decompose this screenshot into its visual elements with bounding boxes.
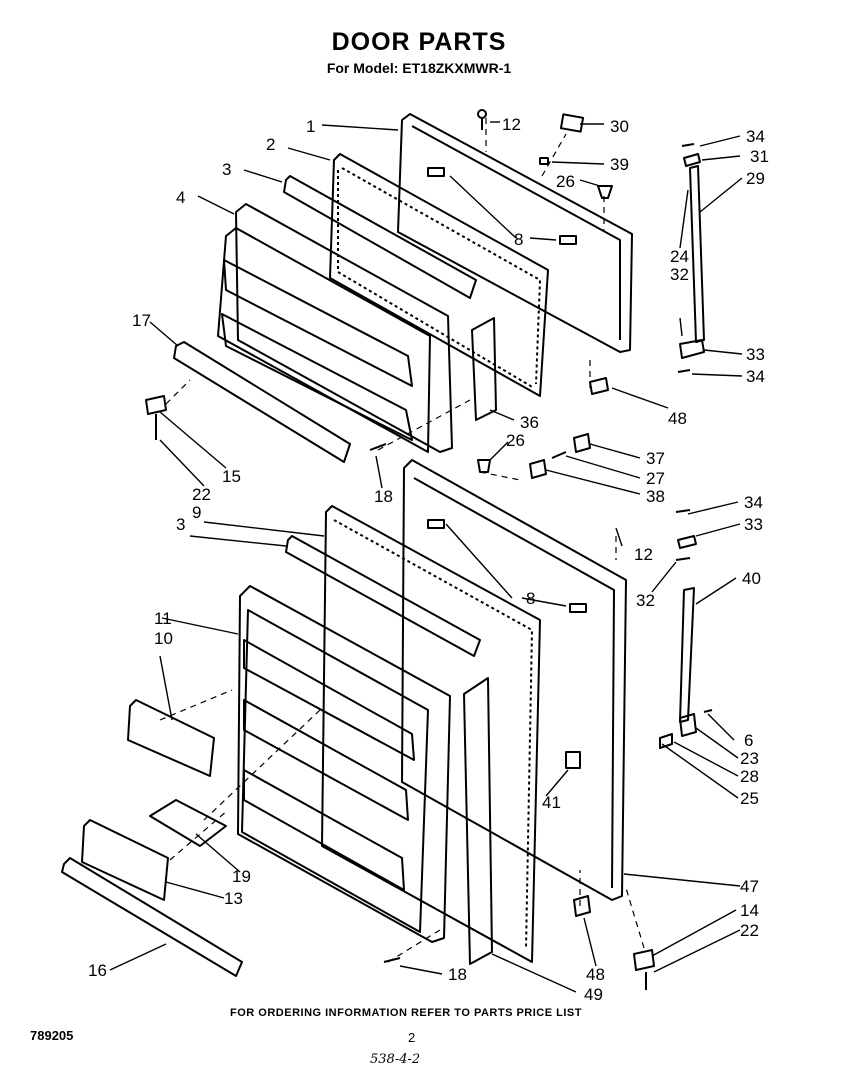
callout: 48 bbox=[668, 409, 687, 428]
freezer-gasket bbox=[329, 153, 549, 397]
callout: 34 bbox=[746, 367, 765, 386]
callout: 31 bbox=[750, 147, 769, 166]
callout: 32 bbox=[670, 265, 689, 284]
fresh-food-door-bin bbox=[127, 699, 215, 777]
fresh-food-hinge-cover-37 bbox=[573, 433, 591, 453]
callout: 33 bbox=[746, 345, 765, 364]
ordering-note: FOR ORDERING INFORMATION REFER TO PARTS … bbox=[230, 1007, 582, 1019]
freezer-breaker-strip bbox=[283, 175, 477, 299]
callout: 16 bbox=[88, 961, 107, 980]
callout: 8 bbox=[514, 230, 523, 249]
freezer-cap-26 bbox=[597, 185, 613, 199]
callout: 13 bbox=[224, 889, 243, 908]
handwritten-mark: 538-4-2 bbox=[370, 1052, 421, 1067]
callout: 23 bbox=[740, 749, 759, 768]
freezer-stop bbox=[559, 113, 585, 133]
callout: 12 bbox=[634, 545, 653, 564]
callout: 3 bbox=[176, 515, 185, 534]
callout: 12 bbox=[502, 115, 521, 134]
callout: 33 bbox=[744, 515, 763, 534]
freezer-hole-plug-8a bbox=[427, 167, 445, 177]
callout: 26 bbox=[556, 172, 575, 191]
freezer-hole-plug-8b bbox=[559, 235, 577, 245]
bottom-hinge-14 bbox=[633, 949, 655, 971]
callout: 27 bbox=[646, 469, 665, 488]
page-title: DOOR PARTS bbox=[331, 28, 507, 56]
freezer-outer-door bbox=[397, 113, 633, 353]
fresh-food-clip-41 bbox=[565, 751, 581, 769]
fresh-food-bracket-38 bbox=[529, 459, 547, 479]
callout: 26 bbox=[506, 431, 525, 450]
freezer-hinge-bracket bbox=[471, 317, 497, 421]
callout: 47 bbox=[740, 877, 759, 896]
bottom-trim-rail bbox=[61, 857, 243, 977]
callout: 15 bbox=[222, 467, 241, 486]
fresh-food-hole-plug-8a bbox=[427, 519, 445, 529]
document-code: 789205 bbox=[30, 1028, 74, 1043]
freezer-liner bbox=[235, 203, 453, 453]
callout: 48 bbox=[586, 965, 605, 984]
egg-tray bbox=[149, 799, 227, 847]
callout: 11 bbox=[154, 609, 172, 628]
fresh-food-foot-48 bbox=[573, 895, 591, 917]
callout: 14 bbox=[740, 901, 759, 920]
callout: 2 bbox=[266, 135, 275, 154]
callout: 34 bbox=[746, 127, 765, 146]
model-line: For Model: ET18ZKXMWR-1 bbox=[326, 60, 512, 76]
page-number: 2 bbox=[408, 1030, 416, 1045]
callout: 1 bbox=[306, 117, 315, 136]
upper-hinge-rod bbox=[689, 165, 705, 343]
callout: 24 bbox=[670, 247, 689, 266]
callout: 10 bbox=[154, 629, 173, 648]
callout: 39 bbox=[610, 155, 629, 174]
callout: 22 bbox=[740, 921, 759, 940]
callout: 37 bbox=[646, 449, 665, 468]
callout: 8 bbox=[526, 589, 535, 608]
callout: 17 bbox=[132, 311, 151, 330]
callout: 29 bbox=[746, 169, 765, 188]
callout: 38 bbox=[646, 487, 665, 506]
freezer-plug bbox=[539, 157, 549, 165]
fresh-food-hinge-strip bbox=[463, 677, 493, 965]
freezer-hinge-15 bbox=[145, 395, 167, 415]
callout: 36 bbox=[520, 413, 539, 432]
fresh-food-gasket bbox=[321, 505, 541, 963]
callout: 6 bbox=[744, 731, 753, 750]
callout: 3 bbox=[222, 160, 231, 179]
fresh-food-liner bbox=[237, 585, 451, 943]
callout: 49 bbox=[584, 985, 603, 1004]
fresh-food-breaker-strip bbox=[285, 535, 481, 657]
callout: 19 bbox=[232, 867, 251, 886]
callout: 34 bbox=[744, 493, 763, 512]
callout: 22 bbox=[192, 485, 211, 504]
callout: 25 bbox=[740, 789, 759, 808]
callout: 18 bbox=[374, 487, 393, 506]
callout: 32 bbox=[636, 591, 655, 610]
callout: 4 bbox=[176, 188, 185, 207]
freezer-foot-48 bbox=[589, 377, 609, 395]
callout: 30 bbox=[610, 117, 629, 136]
callout: 9 bbox=[192, 503, 201, 522]
fresh-food-lower-bin bbox=[81, 819, 169, 901]
freezer-screw-12 bbox=[477, 109, 487, 119]
callout: 28 bbox=[740, 767, 759, 786]
fresh-food-cap-26 bbox=[477, 459, 491, 473]
callout: 40 bbox=[742, 569, 761, 588]
callout-labels: 1 2 3 4 12 30 39 26 8 34 31 29 24 32 33 … bbox=[88, 115, 769, 1004]
fresh-food-outer-door bbox=[401, 459, 627, 901]
callout: 18 bbox=[448, 965, 467, 984]
freezer-shelf-rail bbox=[173, 341, 351, 463]
callout: 41 bbox=[542, 793, 561, 812]
fresh-food-hole-plug-8b bbox=[569, 603, 587, 613]
lower-hinge-rod bbox=[679, 587, 695, 723]
